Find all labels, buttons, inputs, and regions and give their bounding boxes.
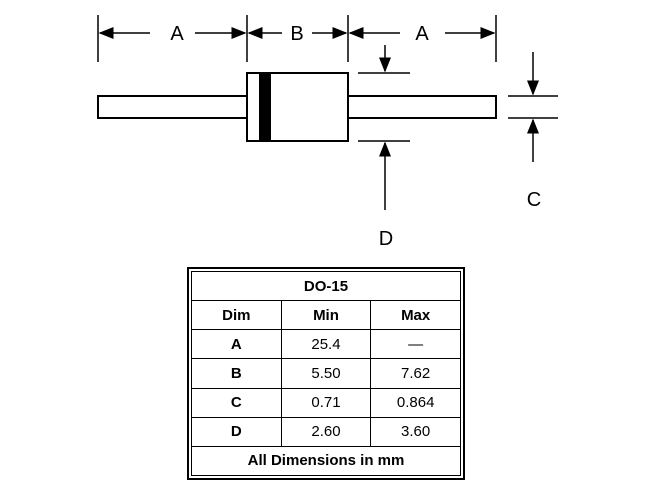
cathode-band: [259, 73, 271, 141]
dimension-label-a-right: A: [415, 23, 429, 45]
header-max: Max: [370, 300, 461, 331]
table-title-row: DO-15: [191, 270, 461, 302]
table-row: C 0.71 0.864: [191, 387, 461, 418]
table-footer-row: All Dimensions in mm: [191, 445, 461, 477]
header-min: Min: [280, 300, 372, 331]
lead-left: [97, 95, 248, 119]
lead-right: [347, 95, 497, 119]
row-max-cell: 0.864: [370, 387, 461, 418]
row-min-cell: 0.71: [280, 387, 372, 418]
row-max-cell: 3.60: [370, 416, 461, 447]
dimension-label-a-left: A: [170, 23, 184, 45]
row-min-cell: 25.4: [280, 329, 372, 360]
dimension-table: DO-15 Dim Min Max A 25.4 — B 5.50 7.62 C…: [191, 270, 461, 477]
row-dim-cell: B: [191, 358, 282, 389]
header-dim: Dim: [191, 300, 282, 331]
dimension-label-d: D: [379, 228, 393, 250]
dimension-label-c: C: [527, 189, 541, 211]
table-row: B 5.50 7.62: [191, 358, 461, 389]
table-row: A 25.4 —: [191, 329, 461, 360]
row-dim-cell: D: [191, 416, 282, 447]
table-row: D 2.60 3.60: [191, 416, 461, 447]
row-max-cell: 7.62: [370, 358, 461, 389]
row-min-cell: 2.60: [280, 416, 372, 447]
table-footer: All Dimensions in mm: [191, 445, 461, 477]
row-dim-cell: A: [191, 329, 282, 360]
table-header-row: Dim Min Max: [191, 300, 461, 331]
dimension-label-b: B: [290, 23, 303, 45]
row-max-cell: —: [370, 329, 461, 360]
row-min-cell: 5.50: [280, 358, 372, 389]
row-dim-cell: C: [191, 387, 282, 418]
table-title: DO-15: [191, 270, 461, 302]
do15-package-outline-drawing: A B A D C: [97, 15, 558, 250]
dimension-table-frame: DO-15 Dim Min Max A 25.4 — B 5.50 7.62 C…: [187, 267, 465, 480]
